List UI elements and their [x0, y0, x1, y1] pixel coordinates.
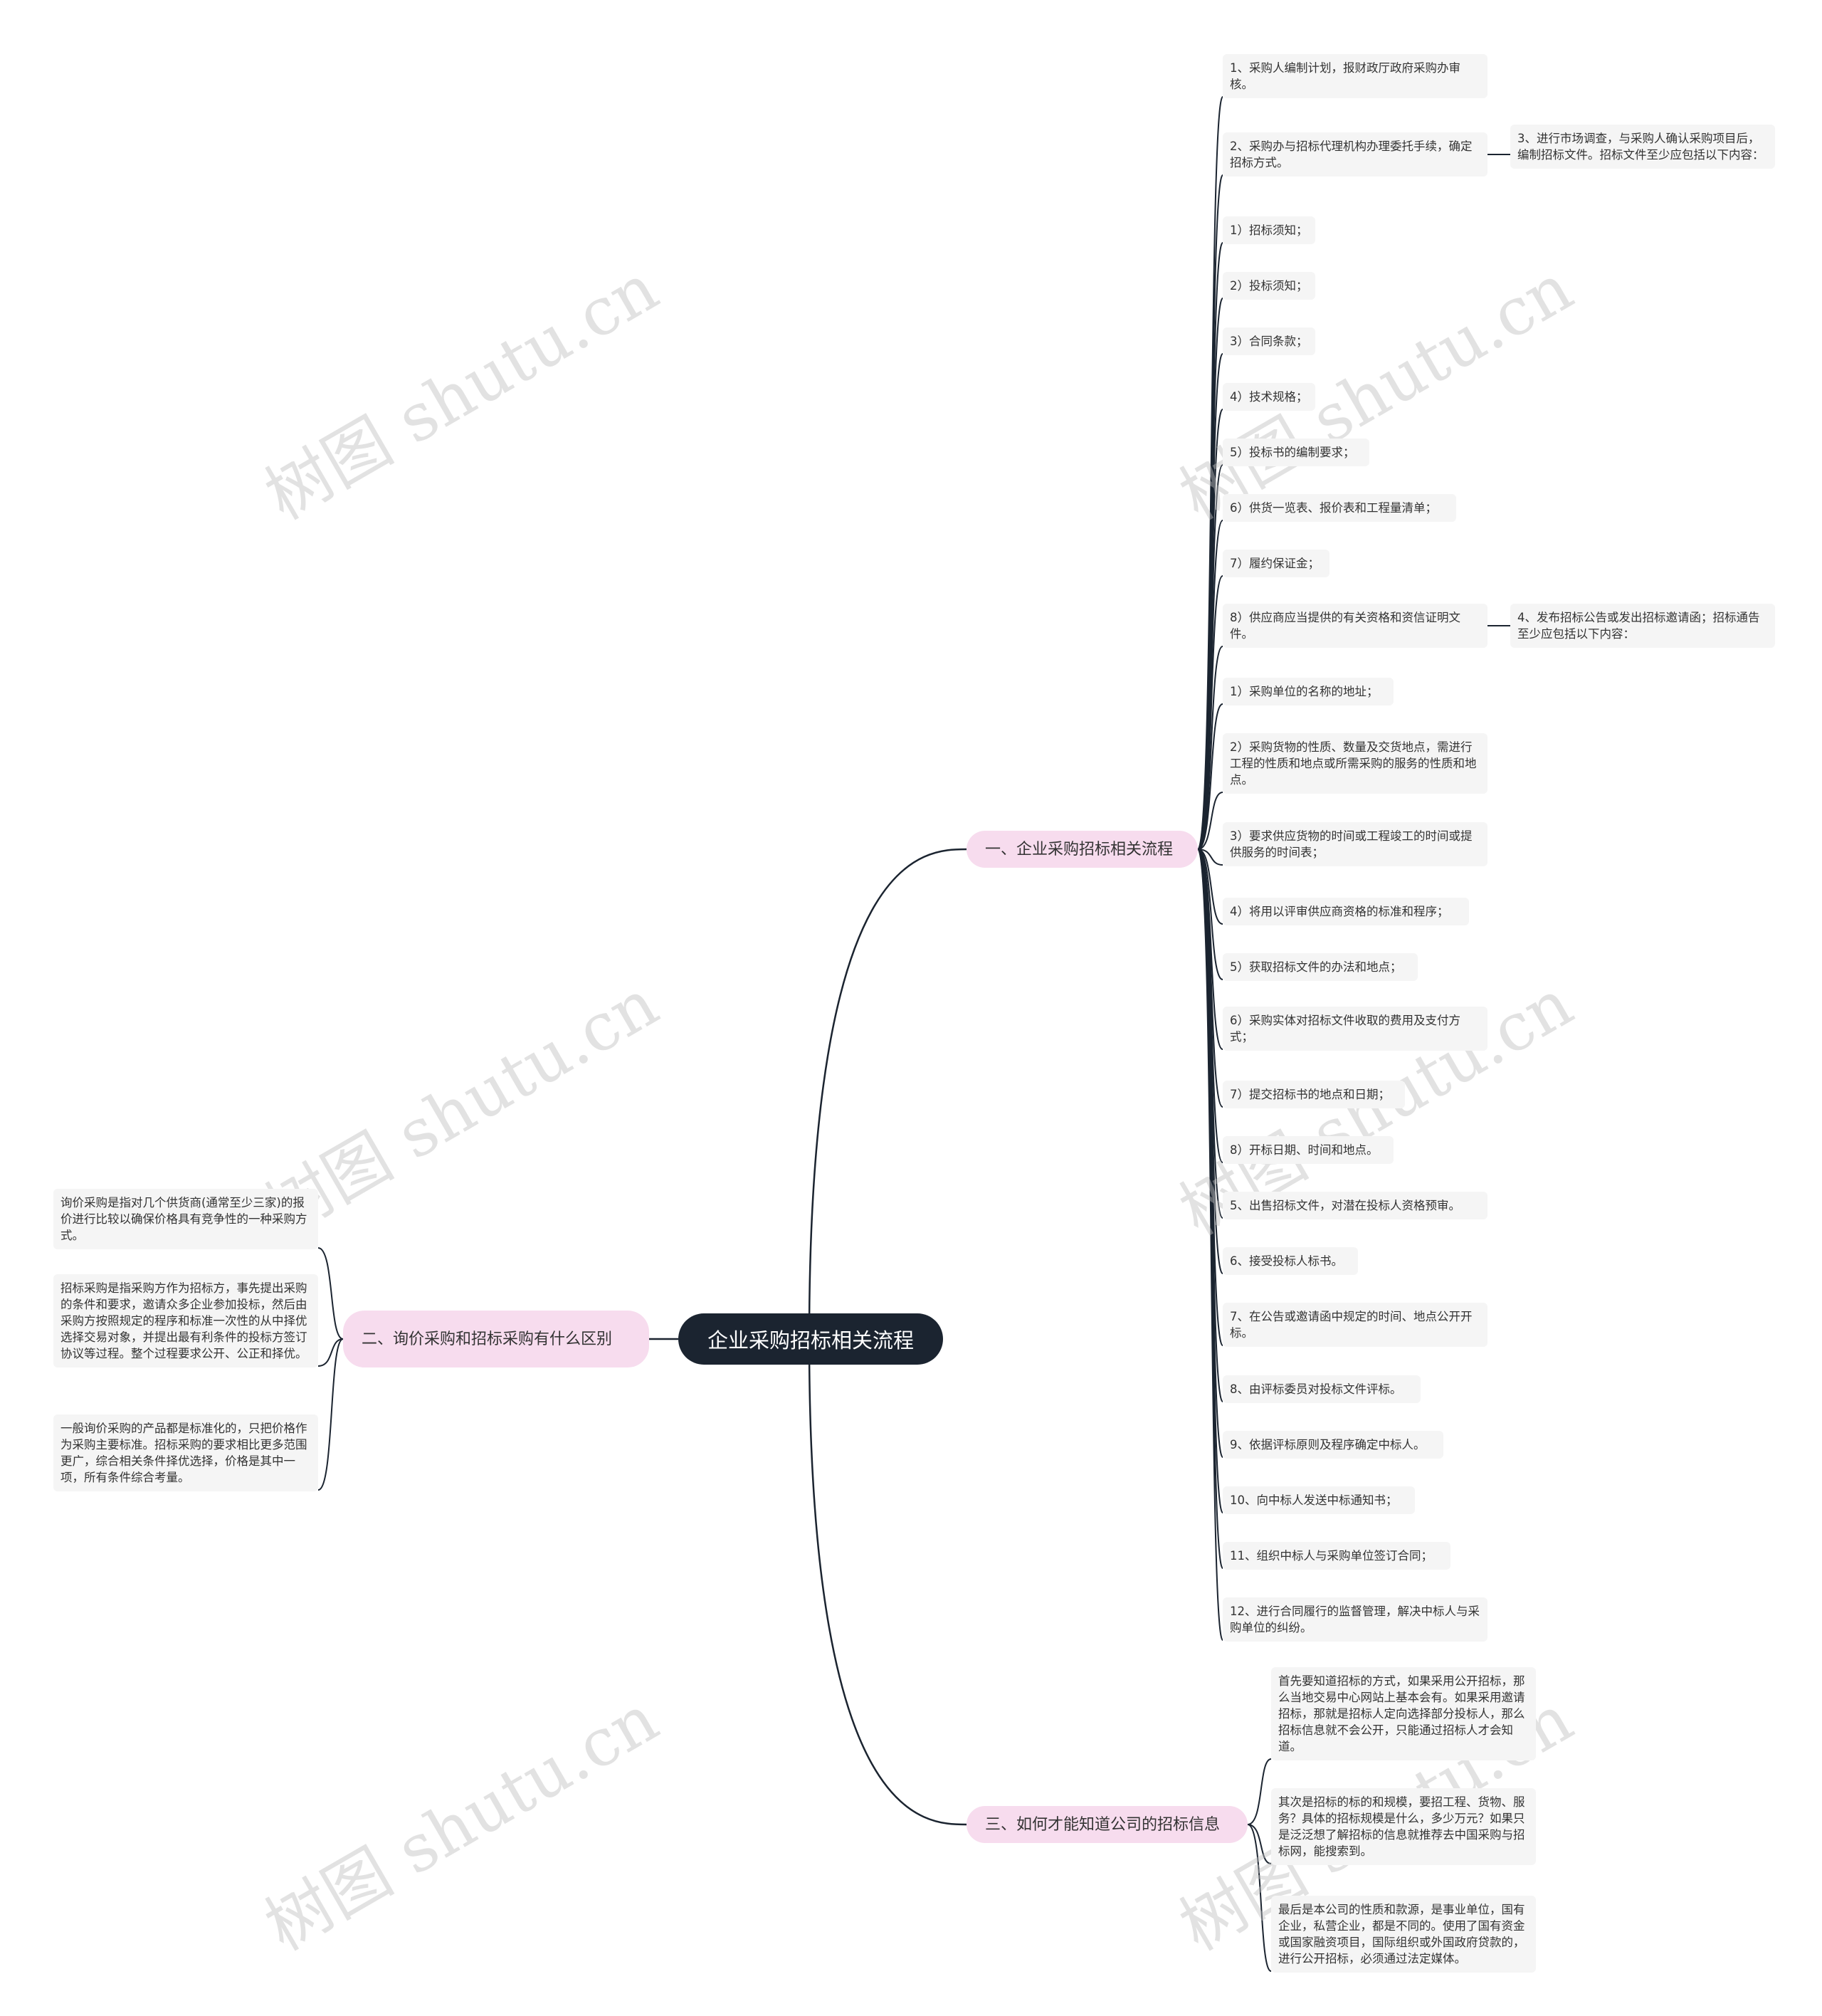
step-6[interactable]: 6、接受投标人标书。 — [1223, 1247, 1358, 1275]
branch-process[interactable]: 一、企业采购招标相关流程 — [967, 831, 1198, 868]
connector-line — [1247, 1824, 1272, 1972]
doc-item-6[interactable]: 6）供货一览表、报价表和工程量清单； — [1223, 494, 1456, 522]
connector-line — [1197, 849, 1223, 1641]
difference-item-3[interactable]: 一般询价采购的产品都是标准化的，只把价格作为采购主要标准。招标采购的要求相比更多… — [53, 1414, 318, 1491]
step-9[interactable]: 9、依据评标原则及程序确定中标人。 — [1223, 1431, 1443, 1459]
doc-item-5[interactable]: 5）投标书的编制要求； — [1223, 439, 1369, 466]
notice-item-6[interactable]: 6）采购实体对招标文件收取的费用及支付方式； — [1223, 1007, 1487, 1051]
connector-line — [808, 1338, 967, 1826]
connector-line — [1197, 703, 1223, 850]
step-4[interactable]: 4、发布招标公告或发出招标邀请函；招标通告至少应包括以下内容： — [1510, 604, 1775, 648]
notice-item-2[interactable]: 2）采购货物的性质、数量及交货地点，需进行工程的性质和地点或所需采购的服务的性质… — [1223, 733, 1487, 794]
connector-line — [1197, 849, 1223, 866]
connector-line — [1247, 1758, 1272, 1825]
doc-item-3[interactable]: 3）合同条款； — [1223, 327, 1315, 355]
doc-item-1[interactable]: 1）招标须知； — [1223, 216, 1315, 244]
step-10[interactable]: 10、向中标人发送中标通知书； — [1223, 1486, 1415, 1514]
info-item-2[interactable]: 其次是招标的标的和规模，要招工程、货物、服务？具体的招标规模是什么，多少万元？如… — [1271, 1788, 1536, 1865]
branch-difference[interactable]: 二、询价采购和招标采购有什么区别 — [343, 1311, 649, 1367]
connector-line — [808, 848, 967, 1340]
step-11[interactable]: 11、组织中标人与采购单位签订合同； — [1223, 1542, 1450, 1570]
root-node[interactable]: 企业采购招标相关流程 — [678, 1313, 943, 1365]
connector-line — [1197, 646, 1223, 850]
connector-line — [1197, 849, 1223, 980]
doc-item-2[interactable]: 2）投标须知； — [1223, 272, 1315, 300]
notice-item-1[interactable]: 1）采购单位的名称的地址； — [1223, 678, 1394, 705]
connector-line — [1197, 792, 1223, 850]
step-7[interactable]: 7、在公告或邀请函中规定的时间、地点公开开标。 — [1223, 1303, 1487, 1347]
step-1[interactable]: 1、采购人编制计划，报财政厅政府采购办审核。 — [1223, 54, 1487, 98]
notice-item-3[interactable]: 3）要求供应货物的时间或工程竣工的时间或提供服务的时间表； — [1223, 822, 1487, 866]
connector-line — [1197, 575, 1223, 850]
branch-find-info[interactable]: 三、如何才能知道公司的招标信息 — [967, 1806, 1248, 1843]
notice-item-5[interactable]: 5）获取招标文件的办法和地点； — [1223, 953, 1418, 981]
info-item-3[interactable]: 最后是本公司的性质和款源，是事业单位，国有企业，私营企业，都是不同的。使用了国有… — [1271, 1896, 1536, 1973]
step-5[interactable]: 5、出售招标文件，对潜在投标人资格预审。 — [1223, 1192, 1487, 1219]
notice-item-7[interactable]: 7）提交招标书的地点和日期； — [1223, 1081, 1405, 1108]
connector-line — [317, 1338, 344, 1491]
difference-item-1[interactable]: 询价采购是指对几个供货商(通常至少三家)的报价进行比较以确保价格具有竞争性的一种… — [53, 1189, 318, 1249]
connector-line — [1197, 849, 1223, 925]
doc-item-7[interactable]: 7）履约保证金； — [1223, 550, 1329, 577]
doc-item-8[interactable]: 8）供应商应当提供的有关资格和资信证明文件。 — [1223, 604, 1487, 648]
step-3[interactable]: 3、进行市场调查，与采购人确认采购项目后，编制招标文件。招标文件至少应包括以下内… — [1510, 125, 1775, 169]
notice-item-4[interactable]: 4）将用以评审供应商资格的标准和程序； — [1223, 898, 1469, 925]
connector-line — [317, 1338, 344, 1367]
step-2[interactable]: 2、采购办与招标代理机构办理委托手续，确定招标方式。 — [1223, 132, 1487, 177]
doc-item-4[interactable]: 4）技术规格； — [1223, 383, 1315, 411]
step-12[interactable]: 12、进行合同履行的监督管理，解决中标人与采购单位的纠纷。 — [1223, 1597, 1487, 1642]
notice-item-8[interactable]: 8）开标日期、时间和地点。 — [1223, 1136, 1394, 1164]
step-8[interactable]: 8、由评标委员对投标文件评标。 — [1223, 1375, 1421, 1403]
connector-line — [317, 1247, 344, 1340]
difference-item-2[interactable]: 招标采购是指采购方作为招标方，事先提出采购的条件和要求，邀请众多企业参加投标，然… — [53, 1274, 318, 1367]
info-item-1[interactable]: 首先要知道招标的方式，如果采用公开招标，那么当地交易中心网站上基本会有。如果采用… — [1271, 1667, 1536, 1760]
connector-line — [1247, 1824, 1272, 1864]
